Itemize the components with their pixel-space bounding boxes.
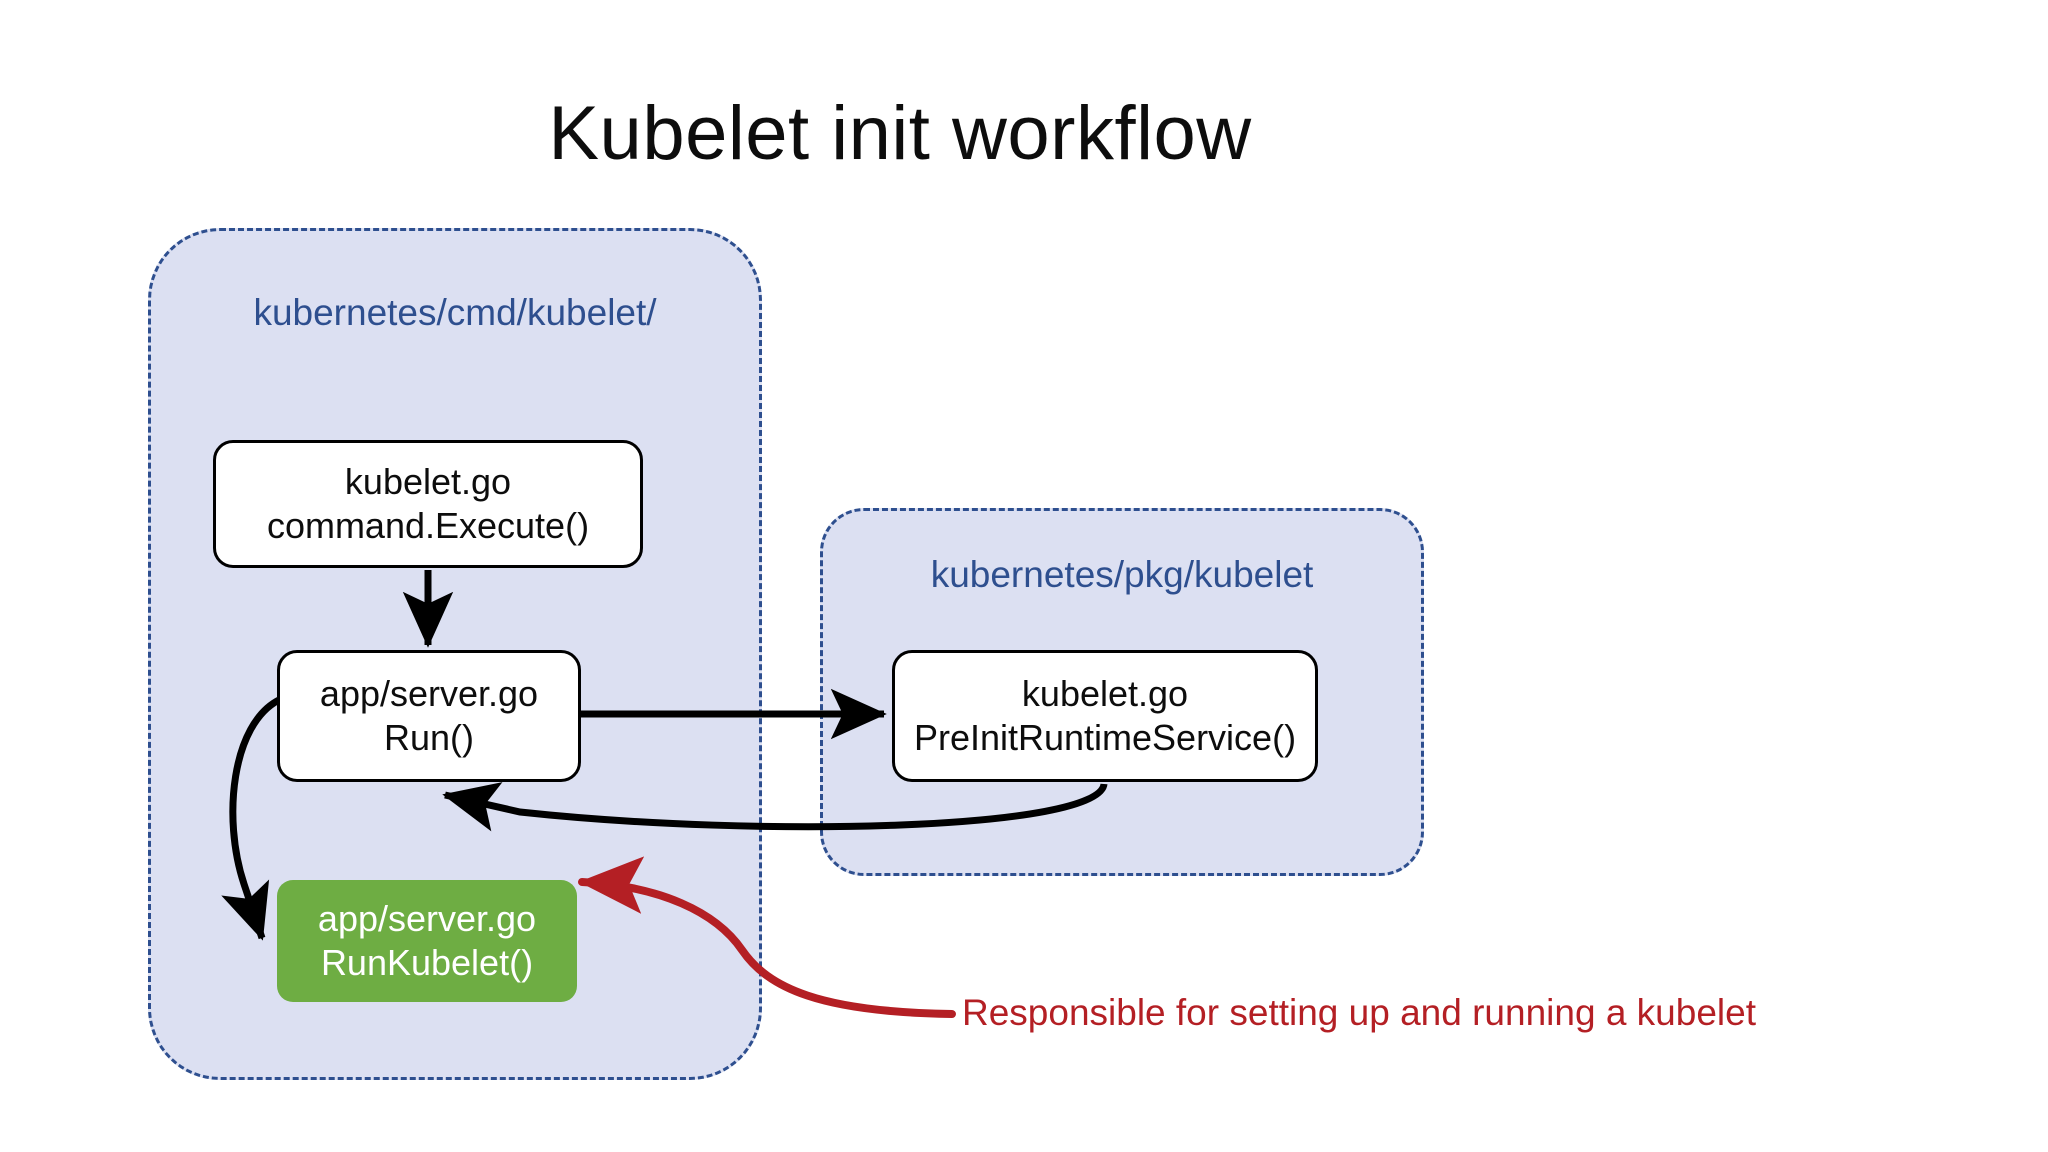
node-command-execute-line2: command.Execute() [266,505,590,546]
node-preinit-runtime-service-line1: kubelet.go [1021,673,1189,715]
node-run-kubelet[interactable]: app/server.go RunKubelet() [277,880,577,1002]
container-cmd-kubelet-label: kubernetes/cmd/kubelet/ [253,292,657,333]
node-run-kubelet-line1: app/server.go [317,898,537,940]
container-pkg-kubelet-label: kubernetes/pkg/kubelet [930,554,1314,595]
page-title: Kubelet init workflow [548,91,1252,176]
callout-annotation: Responsible for setting up and running a… [962,992,1756,1033]
node-run-kubelet-line2: RunKubelet() [320,942,534,983]
node-preinit-runtime-service[interactable]: kubelet.go PreInitRuntimeService() [892,650,1318,782]
node-command-execute[interactable]: kubelet.go command.Execute() [213,440,643,568]
node-server-run[interactable]: app/server.go Run() [277,650,581,782]
node-server-run-line1: app/server.go [319,673,539,715]
node-preinit-runtime-service-line2: PreInitRuntimeService() [913,717,1297,758]
node-server-run-line2: Run() [383,717,475,758]
node-command-execute-line1: kubelet.go [344,461,512,503]
